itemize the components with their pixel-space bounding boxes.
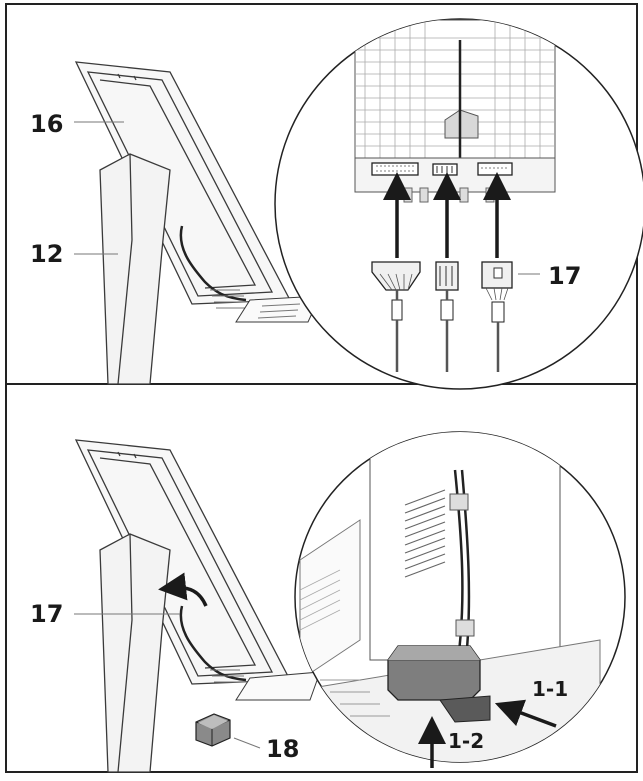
connector-right-socket: [477, 162, 513, 176]
callout-1-1: 1-1: [532, 677, 568, 701]
leader-18: [233, 737, 261, 749]
connector-left-socket: [371, 162, 419, 176]
callout-18: 18: [266, 735, 299, 763]
callout-17-bottom: 17: [30, 600, 63, 628]
callout-16: 16: [30, 110, 63, 138]
callout-1-2: 1-2: [448, 729, 484, 753]
stand-column-bottom: [99, 533, 171, 773]
zoom-circle-bottom: [294, 431, 626, 768]
cover-block-installed: [387, 645, 491, 723]
plug-middle: [435, 261, 459, 372]
callout-17-top: 17: [548, 262, 581, 290]
display-vents: [210, 289, 321, 323]
insert-arrows-top: [383, 172, 511, 258]
zoom-circle-top: [274, 18, 643, 390]
bottom-panel: 17 18: [30, 431, 626, 773]
top-panel: 16 12: [30, 18, 643, 390]
plug-right: [481, 261, 513, 372]
display-cable: [179, 225, 247, 302]
callout-12: 12: [30, 240, 63, 268]
route-arrow: [158, 572, 208, 607]
panel-bottom-border: [5, 383, 638, 773]
stand-column-shape: [99, 153, 171, 385]
display-cable-bottom: [179, 605, 247, 682]
display-vents-bottom: [210, 669, 321, 701]
arrow-step-1-1: [494, 699, 557, 728]
plug-left: [371, 261, 421, 372]
connector-cover-part: [195, 713, 231, 747]
